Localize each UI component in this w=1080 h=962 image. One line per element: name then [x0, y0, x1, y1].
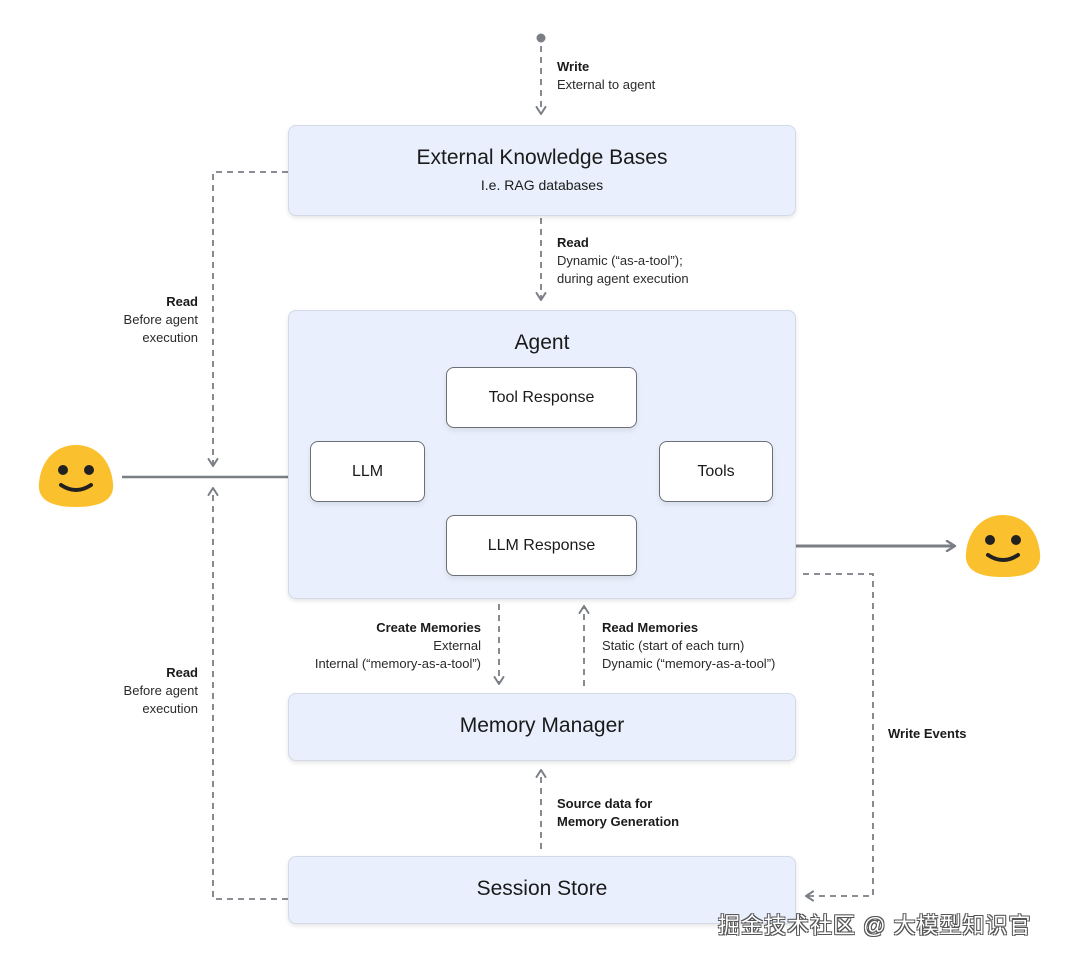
user-input-smiley-icon	[38, 445, 114, 507]
external-knowledge-bases-title: External Knowledge Bases	[416, 146, 668, 169]
session-store-box: Session Store	[288, 856, 796, 924]
read-dynamic-label: Read Dynamic (“as-a-tool”); during agent…	[557, 234, 689, 288]
watermark-text: 掘金技术社区 @ 大模型知识官	[718, 913, 1032, 938]
read-dynamic-label-line: during agent execution	[557, 271, 689, 286]
source-data-label-line: Source data for	[557, 796, 653, 811]
create-memories-label: Create Memories External Internal (“memo…	[280, 619, 481, 673]
write-external-label-line: External to agent	[557, 77, 656, 92]
create-memories-label-title: Create Memories	[376, 620, 481, 635]
read-kb-before-label: Read Before agent execution	[98, 293, 198, 347]
create-memories-label-line: Internal (“memory-as-a-tool”)	[314, 656, 481, 671]
read-dynamic-label-title: Read	[557, 235, 589, 250]
write-events-arrow	[803, 573, 874, 902]
session-store-title: Session Store	[476, 877, 608, 900]
write-external-label: Write External to agent	[557, 58, 655, 94]
read-kb-before-label-line: execution	[142, 330, 198, 345]
read-memories-label-line: Dynamic (“memory-as-a-tool”)	[602, 656, 776, 671]
llm-response-node: LLM Response	[446, 515, 637, 576]
source-data-label-line: Memory Generation	[557, 814, 680, 829]
read-memories-label-title: Read Memories	[602, 620, 699, 635]
read-kb-before-arrow	[207, 171, 288, 467]
read-session-before-label-line: execution	[142, 701, 198, 716]
memory-manager-title: Memory Manager	[459, 714, 625, 737]
source-data-label: Source data for Memory Generation	[557, 795, 679, 831]
read-memories-label: Read Memories Static (start of each turn…	[602, 619, 775, 673]
read-session-before-label-line: Before agent	[123, 683, 198, 698]
read-kb-before-label-line: Before agent	[123, 312, 198, 327]
write-events-label: Write Events	[888, 725, 967, 743]
write-source-dot	[536, 33, 546, 43]
read-memories-label-line: Static (start of each turn)	[602, 638, 745, 653]
read-dynamic-label-line: Dynamic (“as-a-tool”);	[557, 253, 683, 268]
read-kb-before-label-title: Read	[166, 294, 198, 309]
read-session-before-label: Read Before agent execution	[98, 664, 198, 718]
external-knowledge-bases-subtitle: I.e. RAG databases	[480, 177, 604, 193]
create-memories-label-line: External	[433, 638, 481, 653]
external-knowledge-bases-box: External Knowledge Bases I.e. RAG databa…	[288, 125, 796, 216]
read-session-before-arrow	[207, 487, 288, 900]
write-events-label-title: Write Events	[888, 726, 967, 741]
tool-response-node: Tool Response	[446, 367, 637, 428]
tools-node: Tools	[659, 441, 773, 502]
read-session-before-label-title: Read	[166, 665, 198, 680]
memory-manager-box: Memory Manager	[288, 693, 796, 761]
llm-node: LLM	[310, 441, 425, 502]
agent-title: Agent	[514, 331, 570, 354]
user-output-smiley-icon	[965, 515, 1041, 577]
write-external-label-title: Write	[557, 59, 590, 74]
